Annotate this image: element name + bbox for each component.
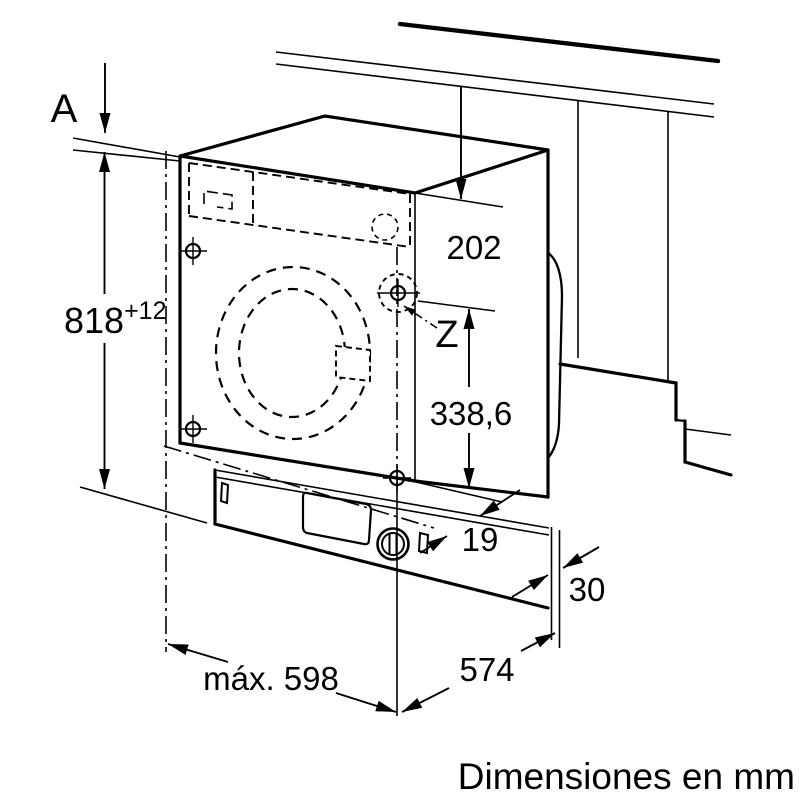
dim-depth-574: 574: [401, 632, 556, 713]
cabinet-plinth-bottom: [683, 460, 733, 477]
units-caption: Dimensiones en mm: [458, 756, 795, 797]
display-window: [203, 190, 233, 210]
plinth-top-edge-1: [214, 469, 550, 529]
dim-z-to-bottom-338: 338,6: [415, 309, 513, 503]
panel-bottom-edge: [188, 215, 411, 248]
dim-label-19: 19: [462, 521, 499, 558]
adjacent-cabinet: [558, 101, 733, 477]
screw-mark-z-point: [377, 273, 420, 313]
dim-recess-19: 19: [419, 489, 521, 558]
dim-label-30: 30: [569, 571, 606, 608]
service-flap: [301, 491, 373, 546]
drain-pump-knob: [376, 527, 410, 561]
dim-max-width-598: máx. 598: [167, 643, 397, 713]
dim-label-338: 338,6: [430, 395, 513, 432]
ventilation-slot: [219, 481, 230, 505]
program-knob: [371, 213, 399, 241]
z-point-marker-circle: [378, 273, 418, 313]
dim-worktop-gap-A: A: [51, 63, 111, 133]
dim-label-574: 574: [459, 651, 514, 688]
dim-panel-height-202: 202: [414, 86, 504, 312]
clearance-line-lower: [72, 149, 181, 162]
worktop-underside-line-1: [275, 51, 715, 105]
dim-label-Z: Z: [435, 314, 458, 356]
top-edge-extension: [414, 192, 504, 208]
bottom-extension: [415, 481, 503, 503]
plinth-bottom-edge: [213, 522, 550, 610]
dim-label-A: A: [51, 87, 78, 131]
front-face-fill: [180, 156, 415, 481]
door: [214, 265, 372, 441]
centerlines: [163, 151, 435, 716]
panel-top-edge: [188, 162, 411, 195]
dim-label-202: 202: [446, 229, 501, 266]
worktop: [275, 21, 721, 118]
z-level-extension: [417, 300, 496, 312]
washing-machine: [178, 114, 564, 610]
door-hinge-bulge: [546, 251, 564, 460]
diagonal-centerline: [163, 445, 435, 529]
dim-niche-height-818: 818+12: [64, 152, 208, 524]
door-handle: [335, 344, 371, 383]
control-panel: [188, 162, 411, 248]
screw-mark-bottom-left: [179, 415, 207, 443]
cabinet-shelf-line: [684, 428, 732, 436]
dim-label-818: 818+12: [64, 297, 167, 341]
clearance-line-upper: [72, 137, 181, 158]
worktop-underside-line-2: [275, 63, 715, 118]
height-extension-line: [79, 486, 208, 524]
worktop-back-edge: [397, 21, 721, 64]
worktop-clearance: [72, 137, 181, 162]
side-face-fill: [415, 150, 548, 497]
dimensions: A 818+12 202 Z 338,6 19: [51, 63, 606, 713]
dim-label-598: máx. 598: [203, 660, 339, 697]
dim-door-thickness-30: 30: [511, 527, 606, 648]
cabinet-bottom-edge: [558, 362, 678, 422]
dim-z-reference: Z: [403, 305, 459, 356]
plinth-top-edge-2: [214, 476, 550, 536]
plinth: [213, 468, 550, 610]
screw-mark-top-left: [179, 237, 207, 265]
hinge-bracket: [417, 531, 430, 555]
